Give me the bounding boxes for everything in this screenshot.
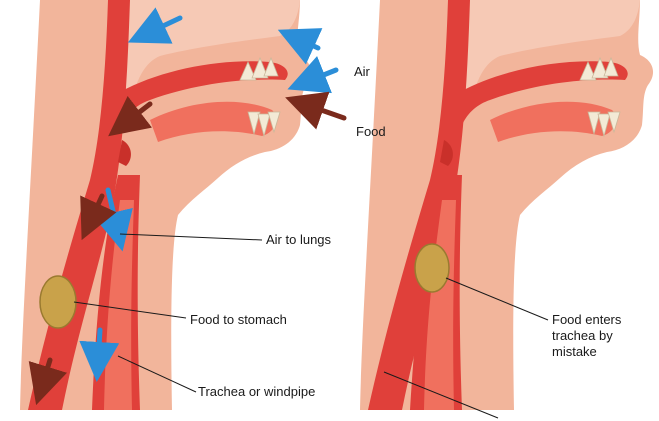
label-food-to-stomach: Food to stomach xyxy=(190,312,287,328)
blue-arrow-icon xyxy=(98,330,100,362)
label-food: Food xyxy=(356,124,386,140)
label-food-enters-trachea: Food enters trachea by mistake xyxy=(552,312,621,360)
label-air: Air xyxy=(354,64,370,80)
brown-arrow-icon xyxy=(304,104,344,118)
right-food-bolus xyxy=(415,244,449,292)
left-food-bolus xyxy=(40,276,76,328)
label-air-to-lungs: Air to lungs xyxy=(266,232,331,248)
left-head xyxy=(20,0,311,410)
label-trachea: Trachea or windpipe xyxy=(198,384,315,400)
blue-arrow-icon xyxy=(296,38,318,48)
